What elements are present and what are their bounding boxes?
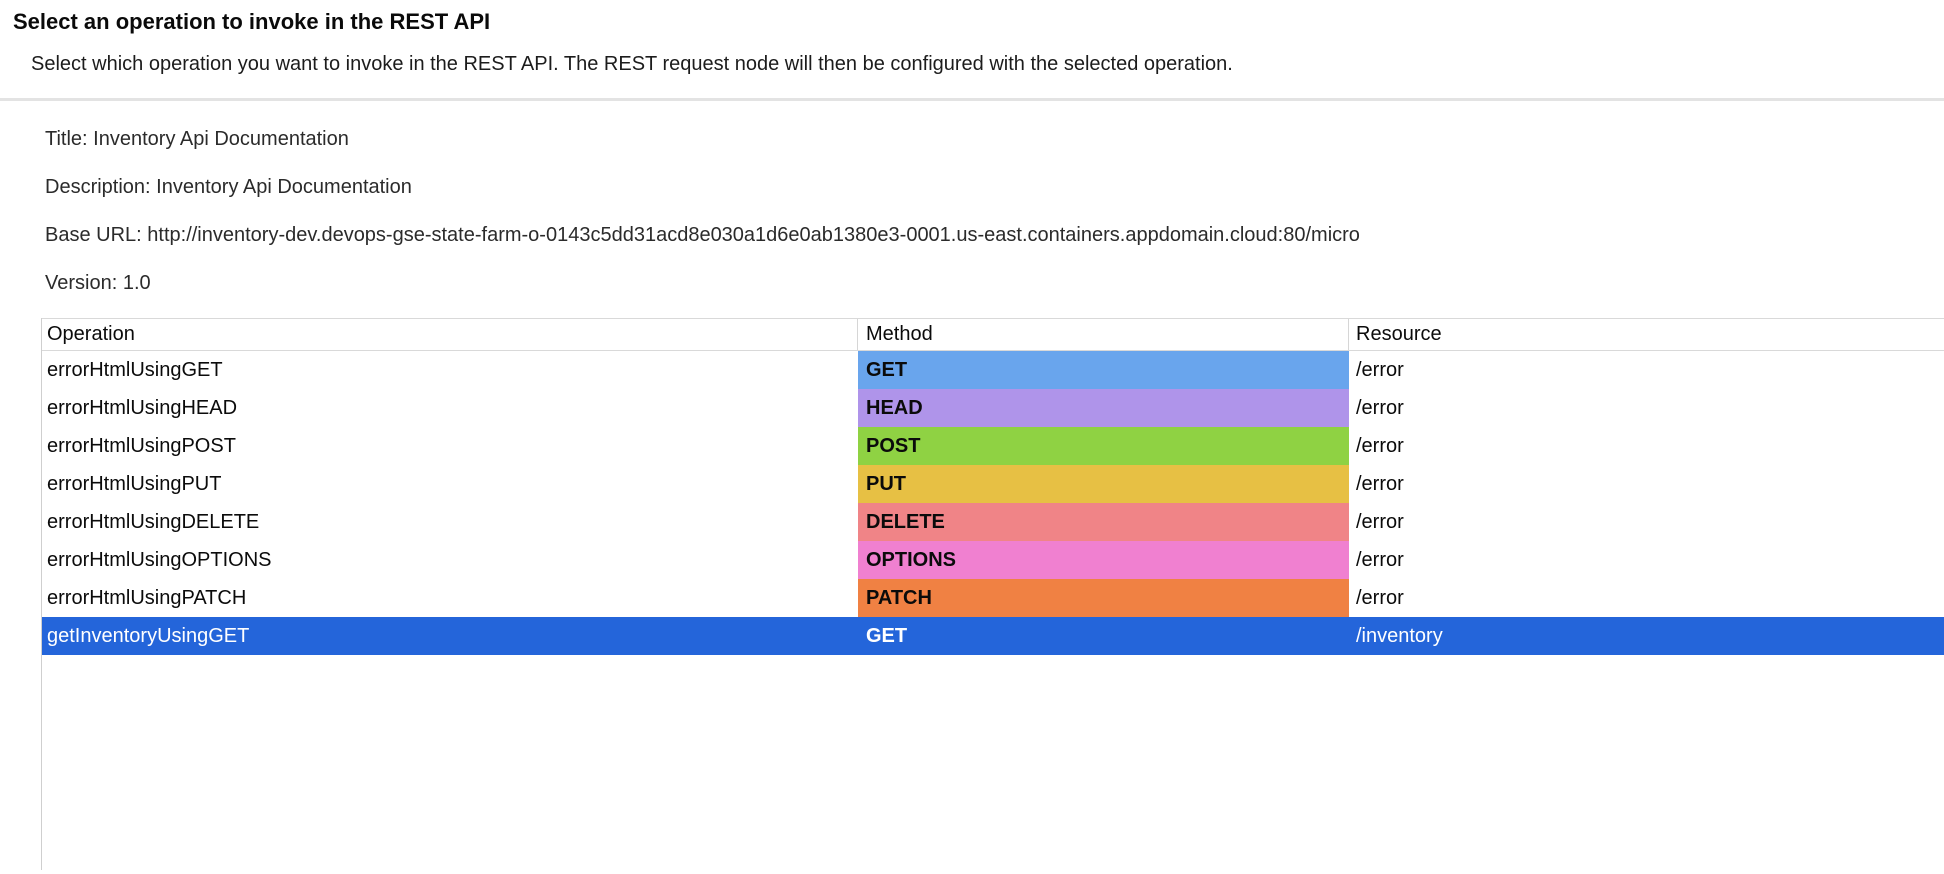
method-cell[interactable]: GET: [866, 624, 908, 647]
table-row[interactable]: errorHtmlUsingGET GET/error: [42, 351, 1944, 389]
api-description-value: Inventory Api Documentation: [156, 176, 412, 198]
operation-cell[interactable]: getInventoryUsingGET: [47, 624, 250, 647]
table-row[interactable]: errorHtmlUsingDELETE DELETE/error: [42, 503, 1944, 541]
column-header-operation: Operation: [42, 319, 858, 350]
operation-cell[interactable]: errorHtmlUsingGET: [47, 358, 223, 381]
operation-cell[interactable]: errorHtmlUsingPUT: [47, 472, 222, 495]
operation-cell[interactable]: errorHtmlUsingHEAD: [47, 396, 238, 419]
api-base-url-label: Base URL:: [45, 224, 142, 246]
resource-cell[interactable]: /error: [1356, 510, 1404, 533]
table-row[interactable]: errorHtmlUsingPUT PUT/error: [42, 465, 1944, 503]
api-info-block: Title: Inventory Api Documentation Descr…: [45, 101, 1934, 307]
api-title-line: Title: Inventory Api Documentation: [45, 115, 1934, 163]
dialog-header: Select an operation to invoke in the RES…: [0, 0, 1944, 101]
resource-cell[interactable]: /error: [1356, 358, 1404, 381]
api-description-label: Description:: [45, 176, 151, 198]
page-title: Select an operation to invoke in the RES…: [13, 9, 491, 34]
operation-cell[interactable]: errorHtmlUsingDELETE: [47, 510, 260, 533]
operation-cell[interactable]: errorHtmlUsingPOST: [47, 434, 236, 457]
api-title-value: Inventory Api Documentation: [93, 128, 349, 150]
api-description-line: Description: Inventory Api Documentation: [45, 163, 1934, 211]
api-base-url-value: http://inventory-dev.devops-gse-state-fa…: [147, 224, 1360, 246]
resource-cell[interactable]: /error: [1356, 586, 1404, 609]
column-header-resource: Resource: [1356, 323, 1442, 345]
api-version-line: Version: 1.0: [45, 259, 1934, 307]
method-cell[interactable]: HEAD: [858, 389, 1349, 427]
api-base-url-line: Base URL: http://inventory-dev.devops-gs…: [45, 211, 1934, 259]
page-subtitle: Select which operation you want to invok…: [31, 53, 1233, 75]
operations-table: Operation Method Resource errorHtmlUsing…: [41, 318, 1944, 870]
table-header-row: Operation Method Resource: [42, 318, 1944, 351]
resource-cell[interactable]: /error: [1356, 548, 1404, 571]
table-row[interactable]: errorHtmlUsingHEAD HEAD/error: [42, 389, 1944, 427]
column-header-method: Method: [858, 319, 1349, 350]
table-row[interactable]: errorHtmlUsingPOST POST/error: [42, 427, 1944, 465]
api-title-label: Title:: [45, 128, 88, 150]
method-cell[interactable]: GET: [858, 351, 1349, 389]
method-cell[interactable]: DELETE: [858, 503, 1349, 541]
operation-cell[interactable]: errorHtmlUsingOPTIONS: [47, 548, 272, 571]
method-cell[interactable]: PUT: [858, 465, 1349, 503]
resource-cell[interactable]: /error: [1356, 472, 1404, 495]
table-row[interactable]: getInventoryUsingGET GET/inventory: [42, 617, 1944, 655]
table-row[interactable]: errorHtmlUsingOPTIONS OPTIONS/error: [42, 541, 1944, 579]
resource-cell[interactable]: /error: [1356, 396, 1404, 419]
resource-cell[interactable]: /error: [1356, 434, 1404, 457]
operation-cell[interactable]: errorHtmlUsingPATCH: [47, 586, 247, 609]
api-version-value: 1.0: [122, 272, 151, 294]
method-cell[interactable]: OPTIONS: [858, 541, 1349, 579]
api-version-label: Version:: [45, 272, 118, 294]
resource-cell[interactable]: /inventory: [1356, 624, 1443, 647]
method-cell[interactable]: PATCH: [858, 579, 1349, 617]
table-row[interactable]: errorHtmlUsingPATCH PATCH/error: [42, 579, 1944, 617]
method-cell[interactable]: POST: [858, 427, 1349, 465]
